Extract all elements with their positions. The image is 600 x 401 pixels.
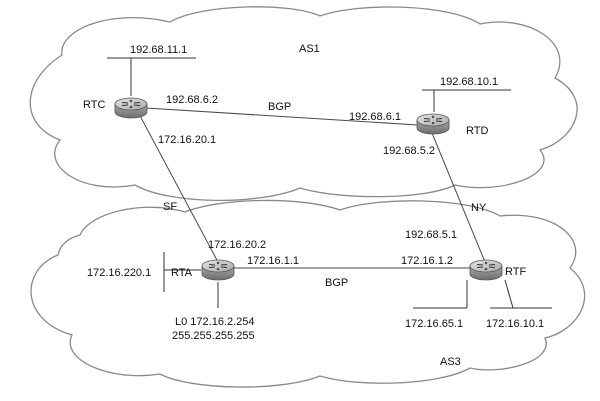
rta-to-rtc-address: 172.16.20.2 <box>208 239 266 251</box>
rtd-name: RTD <box>466 125 488 137</box>
rtf-name: RTF <box>505 266 526 278</box>
rtf-lan1-address: 172.16.65.1 <box>405 318 463 330</box>
as3-cloud <box>30 199 586 388</box>
rta-name: RTA <box>171 267 193 279</box>
rtf-to-rta-address: 172.16.1.2 <box>401 255 453 267</box>
rtf-lan2-address: 172.16.10.1 <box>486 318 544 330</box>
router-rta <box>201 259 235 281</box>
rtd-lan-address: 192.68.10.1 <box>440 76 498 88</box>
rtd-to-rtc-address: 192.68.6.1 <box>349 111 401 123</box>
router-icon <box>469 259 503 281</box>
rtf-to-rtd-address: 192.68.5.1 <box>405 229 457 241</box>
bgp-label-top: BGP <box>268 101 291 113</box>
rta-lan-address: 172.16.220.1 <box>87 267 151 279</box>
rtf-lan2-drop <box>504 279 514 309</box>
rtd-to-rtf-address: 192.68.5.2 <box>383 145 435 157</box>
rtc-lan-address: 192.68.11.1 <box>130 44 187 56</box>
router-icon <box>114 97 148 119</box>
link-rtc-rta <box>137 111 219 263</box>
rta-loopback-address: L0 172.16.2.254 <box>175 316 255 328</box>
as1-cloud <box>29 6 578 202</box>
as1-label: AS1 <box>299 43 320 55</box>
router-rtc <box>114 97 148 119</box>
router-rtf <box>469 259 503 281</box>
rta-to-rtf-address: 172.16.1.1 <box>247 255 299 267</box>
lan-segments <box>107 57 552 309</box>
rtc-to-rta-address: 172.16.20.1 <box>158 134 216 146</box>
router-icon <box>201 259 235 281</box>
rtc-to-rtd-address: 192.68.6.2 <box>166 94 218 106</box>
link-rtc-rtd <box>145 107 419 126</box>
bgp-label-bottom: BGP <box>325 277 348 289</box>
router-icon <box>416 113 450 135</box>
rtc-name: RTC <box>83 99 105 111</box>
link-rtd-rtf <box>431 132 486 263</box>
sf-label: SF <box>163 201 177 213</box>
rta-loopback-mask: 255.255.255.255 <box>172 330 255 342</box>
router-rtd <box>416 113 450 135</box>
links <box>137 107 486 269</box>
ny-label: NY <box>471 202 487 214</box>
as3-label: AS3 <box>440 356 461 368</box>
